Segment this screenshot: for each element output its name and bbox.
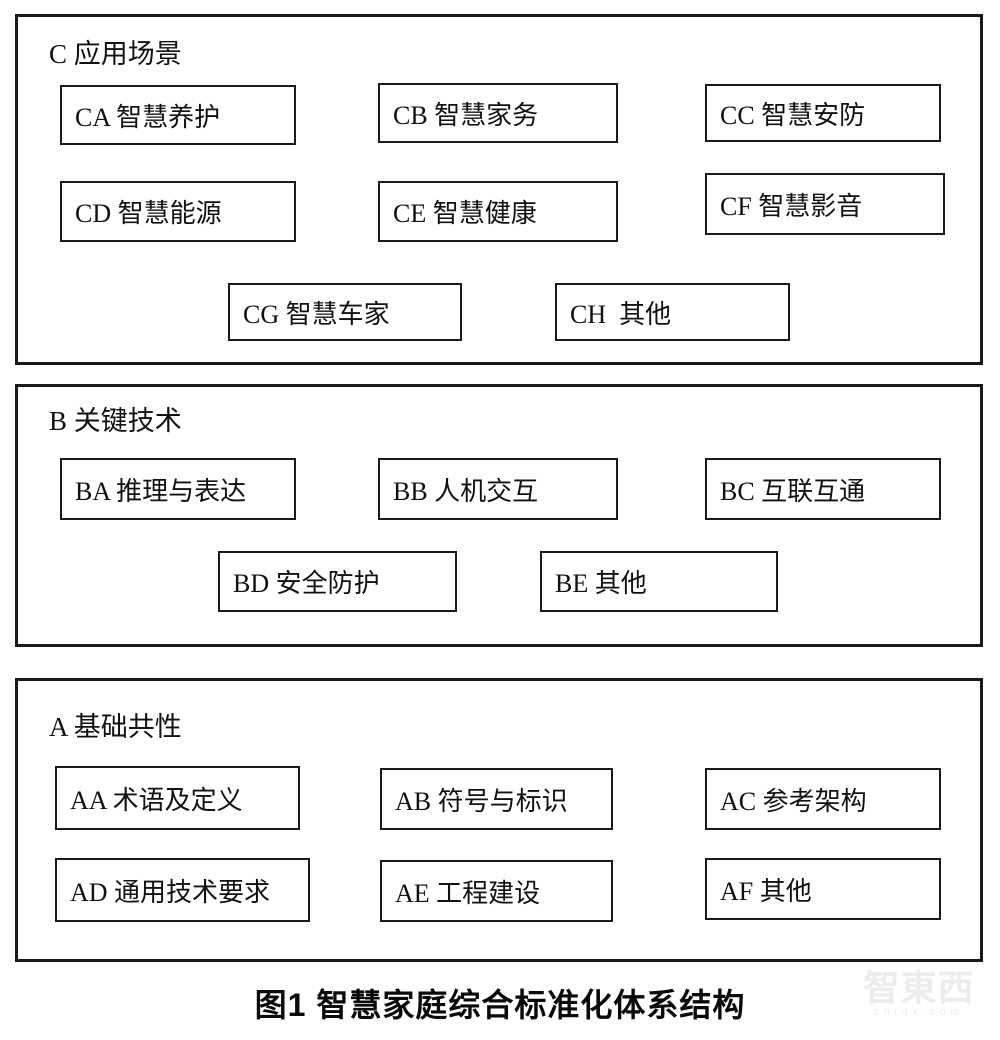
box-ce-label: CE 智慧健康	[393, 199, 537, 228]
watermark-site: zhidx.com	[873, 1006, 964, 1018]
box-cg-label: CG 智慧车家	[243, 299, 390, 329]
box-cb-label: CB 智慧家务	[393, 100, 539, 130]
box-cg: CG 智慧车家	[228, 283, 462, 341]
box-ae: AE 工程建设	[380, 860, 613, 922]
box-bc: BC 互联互通	[705, 458, 941, 520]
section-b-title: B 关键技术	[49, 406, 182, 436]
box-be: BE 其他	[540, 551, 778, 612]
box-aa-label: AA 术语及定义	[70, 785, 243, 815]
box-cf: CF 智慧影音	[705, 173, 945, 235]
box-aa: AA 术语及定义	[55, 766, 300, 830]
box-ce: CE 智慧健康	[378, 181, 618, 242]
box-cd: CD 智慧能源	[60, 181, 296, 242]
box-ca-label: CA 智慧养护	[75, 102, 221, 132]
box-be-label: BE 其他	[555, 569, 647, 598]
section-c-title: C 应用场景	[49, 39, 182, 69]
box-bb-label: BB 人机交互	[393, 476, 539, 506]
box-af-label: AF 其他	[720, 876, 812, 906]
box-af: AF 其他	[705, 858, 941, 920]
box-bd: BD 安全防护	[218, 551, 457, 612]
box-bd-label: BD 安全防护	[233, 569, 380, 598]
box-ca: CA 智慧养护	[60, 85, 296, 145]
section-b-key-technologies: B 关键技术 BA 推理与表达 BB 人机交互 BC 互联互通 BD 安全防护 …	[15, 384, 983, 647]
box-bc-label: BC 互联互通	[720, 476, 866, 506]
box-ad: AD 通用技术要求	[55, 858, 310, 922]
watermark: 智東西 zhidx.com	[844, 968, 994, 1018]
box-ba-label: BA 推理与表达	[75, 476, 247, 506]
box-cc-label: CC 智慧安防	[720, 100, 866, 130]
box-ba: BA 推理与表达	[60, 458, 296, 520]
watermark-logo: 智東西	[863, 967, 975, 1008]
box-cf-label: CF 智慧影音	[720, 191, 863, 221]
box-cb: CB 智慧家务	[378, 83, 618, 143]
box-ad-label: AD 通用技术要求	[70, 877, 271, 907]
box-bb: BB 人机交互	[378, 458, 618, 520]
box-ch: CH 其他	[555, 283, 790, 341]
section-a-title: A 基础共性	[49, 712, 182, 742]
box-ab-label: AB 符号与标识	[395, 786, 568, 816]
box-cc: CC 智慧安防	[705, 84, 941, 142]
box-ch-label: CH 其他	[570, 299, 672, 329]
box-ac-label: AC 参考架构	[720, 786, 867, 816]
section-c-application-scenarios: C 应用场景 CA 智慧养护 CB 智慧家务 CC 智慧安防 CD 智慧能源 C…	[15, 14, 983, 365]
box-cd-label: CD 智慧能源	[75, 199, 222, 228]
box-ab: AB 符号与标识	[380, 768, 613, 830]
section-a-basic-commonality: A 基础共性 AA 术语及定义 AB 符号与标识 AC 参考架构 AD 通用技术…	[15, 678, 983, 962]
box-ac: AC 参考架构	[705, 768, 941, 830]
box-ae-label: AE 工程建设	[395, 878, 541, 908]
figure-caption: 图1 智慧家庭综合标准化体系结构	[254, 987, 746, 1023]
